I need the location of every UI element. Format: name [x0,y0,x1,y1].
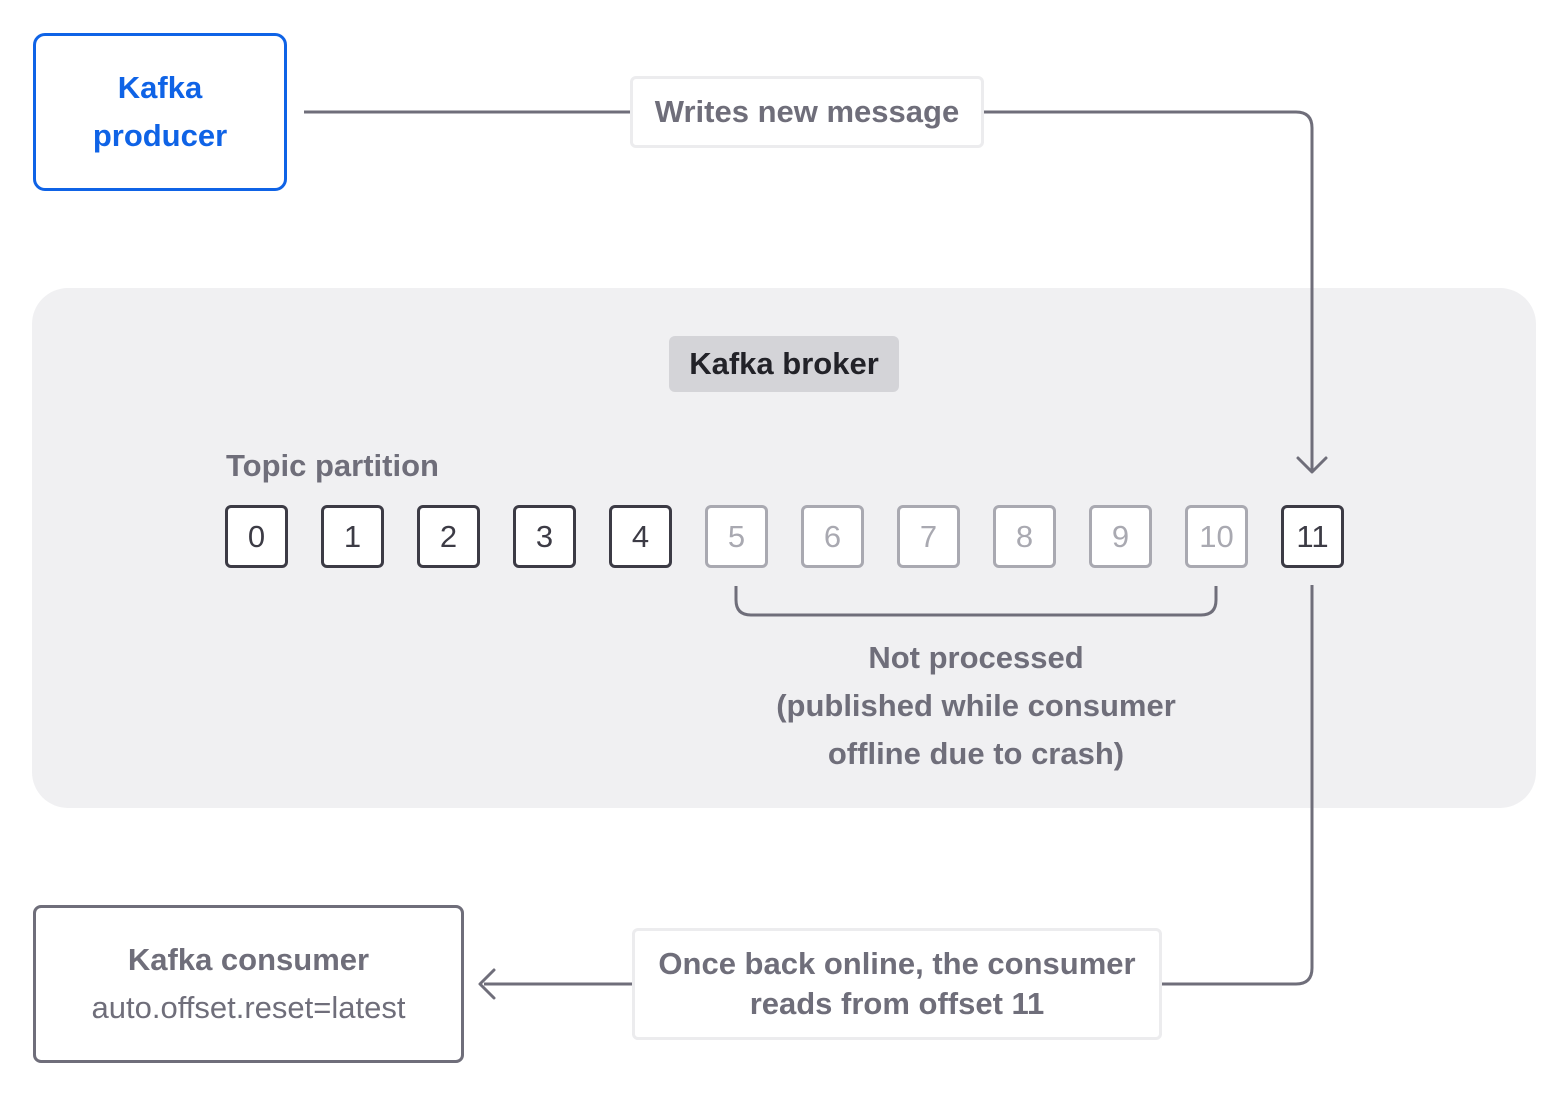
producer-title-line-2: producer [92,118,228,153]
offset-cell-0: 0 [225,505,288,568]
offset-label: 11 [1296,518,1329,554]
offset-cell-4: 4 [609,505,672,568]
consumer-title: Kafka consumer [127,942,370,977]
offset-cell-6: 6 [801,505,864,568]
kafka-producer-box: Kafka producer [33,33,287,191]
offset-label: 5 [727,518,746,554]
not-processed-note: Not processed (published while consumer … [720,634,1232,778]
topic-partition-label: Topic partition [226,448,439,483]
offset-label: 7 [919,518,938,554]
offset-label: 6 [823,518,842,554]
offset-cell-9: 9 [1089,505,1152,568]
offset-label: 0 [247,518,266,554]
broker-title-text: Kafka broker [689,346,879,381]
offset-cell-2: 2 [417,505,480,568]
consumer-config: auto.offset.reset=latest [91,990,406,1025]
kafka-consumer-box: Kafka consumer auto.offset.reset=latest [33,905,464,1063]
offset-cell-3: 3 [513,505,576,568]
offset-label: 1 [343,518,362,554]
writes-label-text: Writes new message [654,94,960,129]
producer-title-line-1: Kafka [117,70,203,105]
note-line-2: (published while consumer [776,688,1176,723]
offset-label: 10 [1199,518,1234,554]
offset-cell-8: 8 [993,505,1056,568]
reads-label: Once back online, the consumer reads fro… [632,928,1162,1040]
arrowhead-left-icon [478,968,496,1000]
offset-cell-5: 5 [705,505,768,568]
offset-label: 4 [631,518,650,554]
note-line-3: offline due to crash) [827,736,1125,771]
reads-label-line-1: Once back online, the consumer [658,946,1136,981]
offset-label: 2 [439,518,458,554]
broker-title: Kafka broker [669,336,899,392]
writes-label: Writes new message [630,76,984,148]
offset-cell-7: 7 [897,505,960,568]
offset-cell-11: 11 [1281,505,1344,568]
reads-label-line-2: reads from offset 11 [749,986,1045,1021]
offset-label: 9 [1111,518,1130,554]
offset-cell-10: 10 [1185,505,1248,568]
offset-label: 3 [535,518,554,554]
offset-label: 8 [1015,518,1034,554]
note-line-1: Not processed [868,640,1084,675]
offset-cell-1: 1 [321,505,384,568]
